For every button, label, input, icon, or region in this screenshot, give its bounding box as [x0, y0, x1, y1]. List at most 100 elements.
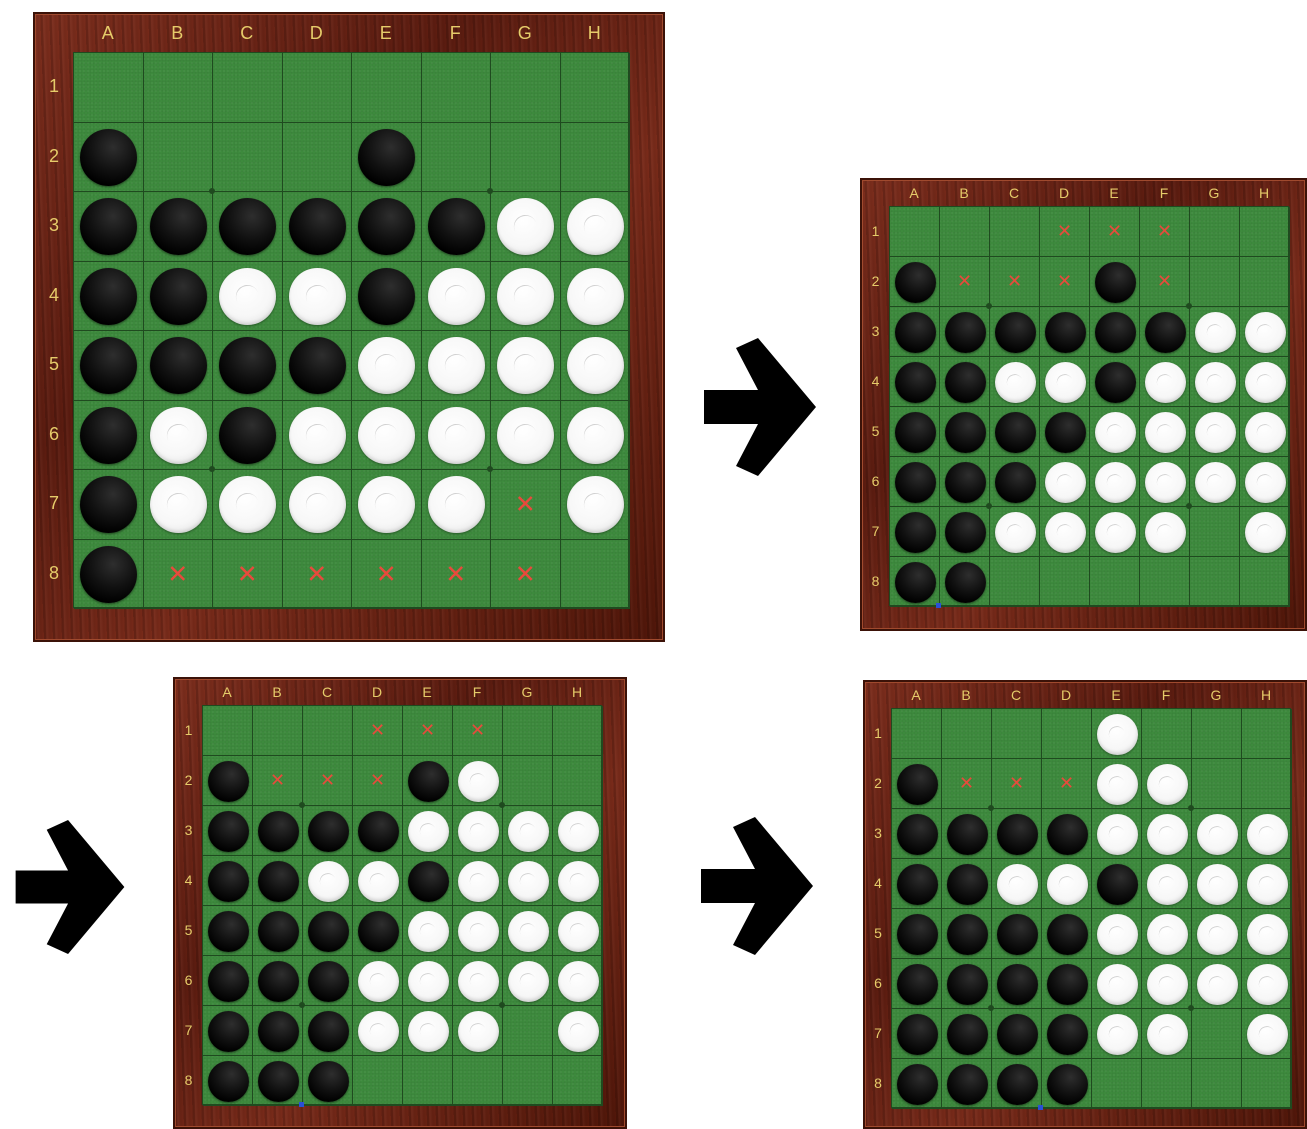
board-cell[interactable]: [491, 123, 561, 193]
board-cell[interactable]: [1090, 257, 1140, 307]
board-cell[interactable]: [1040, 407, 1090, 457]
board-cell[interactable]: [942, 1059, 992, 1109]
board-cell[interactable]: [491, 262, 561, 332]
board-cell[interactable]: [1090, 457, 1140, 507]
board-cell[interactable]: [890, 257, 940, 307]
board-cell[interactable]: [503, 956, 553, 1006]
board-cell[interactable]: [203, 756, 253, 806]
board-cell[interactable]: [992, 709, 1042, 759]
board-cell[interactable]: [491, 331, 561, 401]
board-cell[interactable]: ✕: [1140, 207, 1190, 257]
board-cell[interactable]: [353, 956, 403, 1006]
board-cell[interactable]: [74, 262, 144, 332]
board-cell[interactable]: [1040, 307, 1090, 357]
board-cell[interactable]: ✕: [352, 540, 422, 610]
board-cell[interactable]: [1242, 709, 1292, 759]
board-cell[interactable]: [942, 809, 992, 859]
board-cell[interactable]: [940, 407, 990, 457]
board-cell[interactable]: [1092, 1059, 1142, 1109]
board-cell[interactable]: [553, 806, 603, 856]
board-cell[interactable]: [283, 53, 353, 123]
board-cell[interactable]: [352, 53, 422, 123]
board-cell[interactable]: [1240, 257, 1290, 307]
board-cell[interactable]: [1042, 809, 1092, 859]
board-cell[interactable]: [352, 262, 422, 332]
board-cell[interactable]: [1090, 357, 1140, 407]
board-cell[interactable]: [1190, 257, 1240, 307]
board-cell[interactable]: [892, 759, 942, 809]
board-cell[interactable]: [990, 507, 1040, 557]
board-cell[interactable]: [213, 262, 283, 332]
board-cell[interactable]: [203, 906, 253, 956]
board-cell[interactable]: [1192, 859, 1242, 909]
board-cell[interactable]: [74, 192, 144, 262]
board-cell[interactable]: [553, 856, 603, 906]
board-cell[interactable]: [144, 192, 214, 262]
board-cell[interactable]: ✕: [144, 540, 214, 610]
board-cell[interactable]: [203, 1006, 253, 1056]
board-cell[interactable]: [453, 856, 503, 906]
board-cell[interactable]: [403, 906, 453, 956]
board-cell[interactable]: ✕: [990, 257, 1040, 307]
board-cell[interactable]: [1090, 557, 1140, 607]
board-cell[interactable]: [403, 956, 453, 1006]
board-cell[interactable]: ✕: [940, 257, 990, 307]
board-cell[interactable]: [1240, 407, 1290, 457]
board-cell[interactable]: [303, 706, 353, 756]
board-cell[interactable]: [1192, 709, 1242, 759]
board-cell[interactable]: [352, 331, 422, 401]
board-cell[interactable]: [253, 906, 303, 956]
board-cell[interactable]: [203, 956, 253, 1006]
board-cell[interactable]: ✕: [1040, 257, 1090, 307]
board-cell[interactable]: [203, 1056, 253, 1106]
board-cell[interactable]: [1140, 407, 1190, 457]
board-cell[interactable]: [1142, 909, 1192, 959]
board-cell[interactable]: [990, 307, 1040, 357]
board-cell[interactable]: [403, 856, 453, 906]
board-cell[interactable]: [144, 401, 214, 471]
board-cell[interactable]: [1140, 457, 1190, 507]
board-cell[interactable]: [561, 262, 631, 332]
board-cell[interactable]: [491, 192, 561, 262]
board-cell[interactable]: ✕: [403, 706, 453, 756]
board-cell[interactable]: [942, 1009, 992, 1059]
board-cell[interactable]: [942, 959, 992, 1009]
board-cell[interactable]: [992, 859, 1042, 909]
board-cell[interactable]: [990, 407, 1040, 457]
board-cell[interactable]: [1140, 507, 1190, 557]
board-cell[interactable]: [253, 856, 303, 906]
board-cell[interactable]: [561, 540, 631, 610]
board-cell[interactable]: [561, 401, 631, 471]
board-cell[interactable]: [453, 806, 503, 856]
board-cell[interactable]: [1242, 909, 1292, 959]
board-cell[interactable]: ✕: [1140, 257, 1190, 307]
board-cell[interactable]: ✕: [491, 470, 561, 540]
board-cell[interactable]: [1190, 457, 1240, 507]
board-cell[interactable]: [892, 859, 942, 909]
board-cell[interactable]: [1190, 557, 1240, 607]
board-cell[interactable]: [1190, 357, 1240, 407]
board-cell[interactable]: [890, 207, 940, 257]
board-cell[interactable]: [1142, 759, 1192, 809]
board-cell[interactable]: [303, 906, 353, 956]
board-cell[interactable]: [890, 357, 940, 407]
board-cell[interactable]: [1092, 1009, 1142, 1059]
board-cell[interactable]: [892, 1059, 942, 1109]
board-cell[interactable]: ✕: [1090, 207, 1140, 257]
board-cell[interactable]: [503, 706, 553, 756]
board-cell[interactable]: [422, 53, 492, 123]
board-cell[interactable]: [940, 207, 990, 257]
board-cell[interactable]: [1042, 909, 1092, 959]
board-cell[interactable]: [1042, 1009, 1092, 1059]
board-cell[interactable]: [940, 507, 990, 557]
board-cell[interactable]: [1190, 307, 1240, 357]
board-cell[interactable]: [503, 906, 553, 956]
board-cell[interactable]: ✕: [253, 756, 303, 806]
board-cell[interactable]: [422, 470, 492, 540]
board-cell[interactable]: [1040, 507, 1090, 557]
board-cell[interactable]: [1192, 809, 1242, 859]
board-cell[interactable]: [352, 470, 422, 540]
board-cell[interactable]: [1090, 507, 1140, 557]
board-cell[interactable]: [203, 706, 253, 756]
board-cell[interactable]: [353, 856, 403, 906]
